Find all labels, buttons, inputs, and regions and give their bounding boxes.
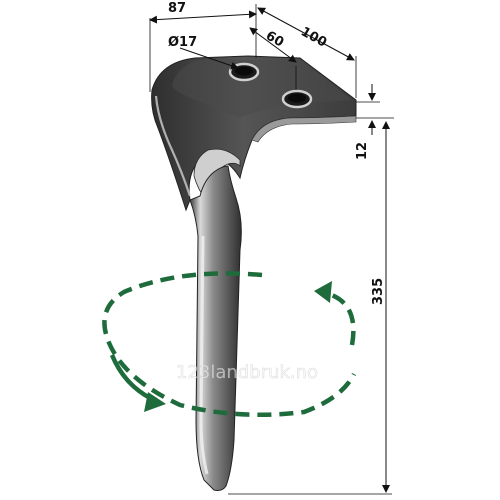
dimension-thickness: 12 — [355, 84, 394, 160]
tine-blade — [151, 55, 357, 491]
dimension-label-width-top: 87 — [168, 1, 186, 16]
rotation-arrow-rear — [321, 289, 356, 346]
rotation-arrow-front-head — [144, 392, 166, 412]
rotation-arrow-front — [102, 271, 357, 418]
dimension-length: 335 — [228, 121, 392, 495]
mounting-hole-lower — [281, 89, 313, 109]
blade-top-face — [172, 60, 352, 118]
blade-rim-highlight — [154, 95, 192, 197]
rotation-arrow-side — [109, 354, 152, 400]
blade-edge-lip — [251, 115, 357, 143]
dimension-label-thickness: 12 — [355, 142, 370, 160]
dimension-label-flange-width: 100 — [298, 24, 329, 50]
dimension-label-hole-diameter: Ø17 — [168, 35, 197, 50]
dimension-width-top: 87 — [149, 1, 257, 92]
blade-stem — [189, 165, 242, 491]
watermark-text: 123landbruk.no — [176, 362, 318, 383]
rotation-arrows-icon — [102, 271, 357, 418]
dimension-hole-diameter: Ø17 — [168, 35, 239, 70]
dimension-label-hole-spacing: 60 — [263, 28, 286, 50]
dimension-label-length: 335 — [371, 278, 386, 305]
blade-stem-highlight — [199, 235, 209, 475]
rotation-arrow-rear-head — [314, 281, 332, 303]
